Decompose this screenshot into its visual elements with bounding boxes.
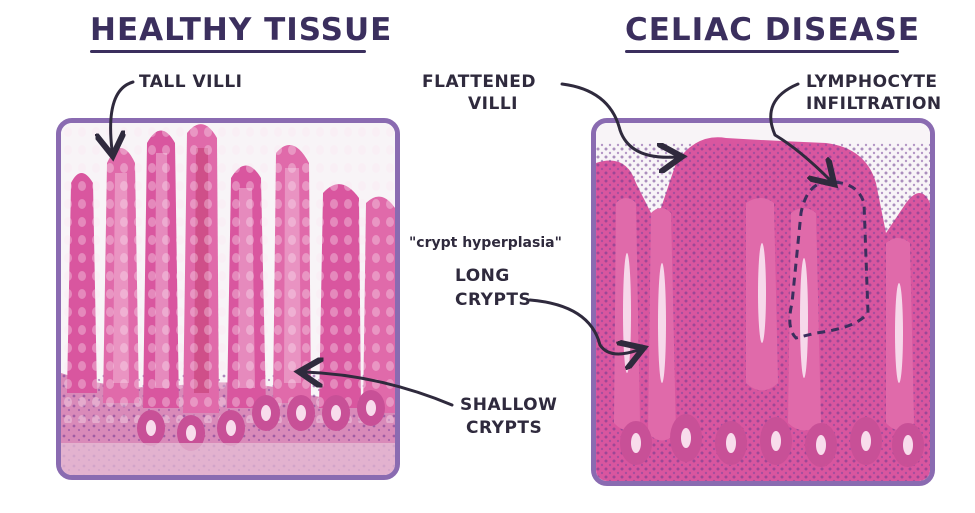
celiac-disease-underline bbox=[625, 50, 899, 53]
celiac-disease-micrograph bbox=[591, 118, 935, 486]
crypt-hyperplasia-label: "crypt hyperplasia" bbox=[409, 235, 562, 251]
shallow-crypts-label-line1: SHALLOW bbox=[460, 395, 558, 415]
long-crypts-label-line2: CRYPTS bbox=[455, 290, 532, 310]
flattened-villi-label-line2: VILLI bbox=[468, 94, 518, 114]
lymphocyte-infiltration-label-line2: INFILTRATION bbox=[806, 94, 942, 114]
healthy-tissue-micrograph bbox=[56, 118, 400, 480]
celiac-disease-title: CELIAC DISEASE bbox=[625, 12, 921, 48]
lymphocyte-infiltration-region bbox=[788, 180, 870, 340]
tall-villi-label: TALL VILLI bbox=[139, 72, 243, 92]
lymphocyte-infiltration-label-line1: LYMPHOCYTE bbox=[806, 72, 938, 92]
long-crypts-label-line1: LONG bbox=[455, 266, 510, 286]
flattened-villi-label-line1: FLATTENED bbox=[422, 72, 536, 92]
healthy-tissue-underline bbox=[90, 50, 366, 53]
healthy-tissue-title: HEALTHY TISSUE bbox=[90, 12, 393, 48]
shallow-crypts-label-line2: CRYPTS bbox=[466, 418, 543, 438]
